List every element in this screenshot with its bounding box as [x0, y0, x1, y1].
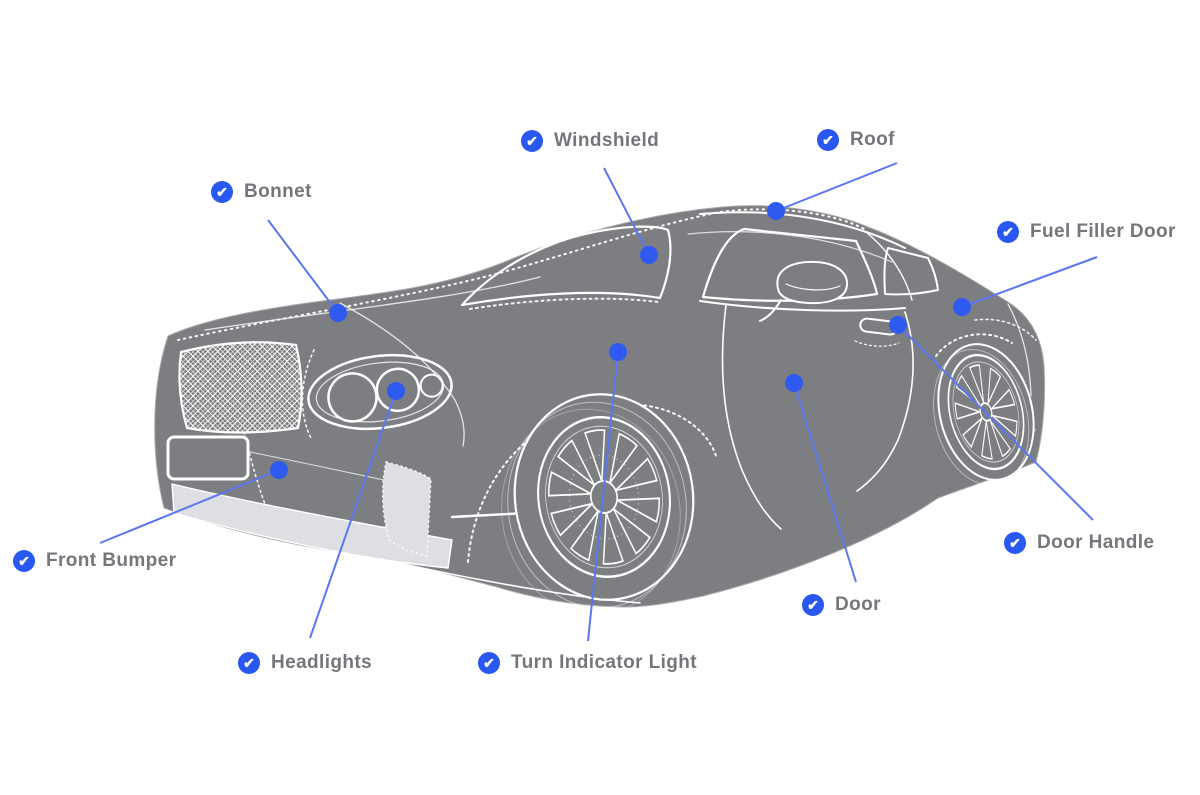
- part-label-text: Bonnet: [244, 181, 312, 202]
- windshield-leader-line: [603, 167, 650, 256]
- side-mirror: [776, 260, 849, 305]
- front-bumper-leader-line: [99, 469, 280, 544]
- door-window-outline: [701, 227, 879, 302]
- check-icon: ✔: [13, 550, 35, 572]
- door-label: ✔ Door: [802, 594, 881, 616]
- door-seam-front: [721, 304, 782, 530]
- side-vent: [381, 461, 432, 557]
- check-icon: ✔: [521, 130, 543, 152]
- door-dot: [785, 374, 803, 392]
- door-handle-leader-line: [897, 324, 1094, 521]
- windshield-label: ✔ Windshield: [521, 130, 659, 152]
- fuel-filler-door-label: ✔ Fuel Filler Door: [997, 221, 1176, 243]
- fuel-filler-door-leader-line: [961, 256, 1098, 308]
- part-label-text: Fuel Filler Door: [1030, 221, 1176, 242]
- turn-indicator-light-leader-line: [587, 351, 619, 642]
- check-icon: ✔: [802, 594, 824, 616]
- headlights-label: ✔ Headlights: [238, 652, 372, 674]
- bumper-intake: [171, 483, 453, 569]
- door-handle-dot: [889, 316, 907, 334]
- front-wheel: [501, 393, 695, 616]
- headlights-leader-line: [309, 390, 397, 639]
- front-bumper-dot: [270, 461, 288, 479]
- check-icon: ✔: [997, 221, 1019, 243]
- part-label-text: Windshield: [554, 130, 660, 151]
- bonnet-leader-line: [267, 219, 339, 314]
- part-label-text: Door: [835, 594, 881, 615]
- check-icon: ✔: [478, 652, 500, 674]
- quarter-window-outline: [883, 247, 939, 296]
- turn-indicator-light-label: ✔ Turn Indicator Light: [478, 652, 697, 674]
- headlight-cluster: [307, 353, 453, 431]
- front-bumper-label: ✔ Front Bumper: [13, 550, 176, 572]
- check-icon: ✔: [1004, 532, 1026, 554]
- headlights-dot: [387, 382, 405, 400]
- check-icon: ✔: [817, 129, 839, 151]
- turn-indicator-light-dot: [609, 343, 627, 361]
- windshield-outline: [460, 225, 672, 307]
- roof-label: ✔ Roof: [817, 129, 895, 151]
- fuel-filler-door-dot: [953, 298, 971, 316]
- number-plate: [166, 435, 250, 481]
- door-handle-label: ✔ Door Handle: [1004, 532, 1154, 554]
- part-label-text: Roof: [850, 129, 895, 150]
- part-label-text: Door Handle: [1037, 532, 1155, 553]
- roof-dot: [767, 202, 785, 220]
- door-seam-rear: [856, 311, 914, 492]
- door-leader-line: [793, 382, 857, 583]
- bonnet-label: ✔ Bonnet: [211, 181, 312, 203]
- part-label-text: Turn Indicator Light: [511, 652, 698, 673]
- check-icon: ✔: [211, 181, 233, 203]
- part-label-text: Headlights: [271, 652, 373, 673]
- windshield-dot: [640, 246, 658, 264]
- check-icon: ✔: [238, 652, 260, 674]
- part-label-text: Front Bumper: [46, 550, 177, 571]
- bonnet-dot: [329, 304, 347, 322]
- grille-mesh: [178, 341, 303, 434]
- roof-leader-line: [775, 162, 898, 212]
